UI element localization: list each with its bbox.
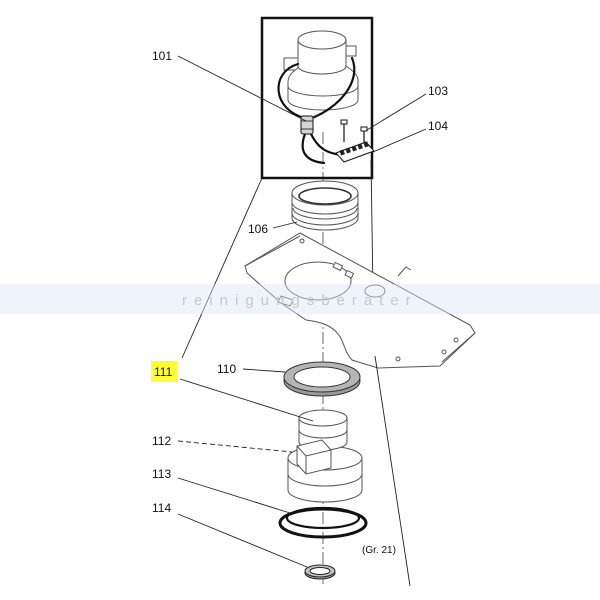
part-106-flange-ring xyxy=(291,180,359,231)
leader-line-106 xyxy=(272,221,298,229)
watermark-band xyxy=(0,284,600,314)
label-110: 110 xyxy=(217,362,236,376)
leader-line-112 xyxy=(177,440,293,453)
part-103-screws xyxy=(340,119,368,149)
label-103: 103 xyxy=(428,84,448,98)
leader-line-111 xyxy=(179,378,314,422)
watermark-text: reinigungsberater xyxy=(182,292,418,309)
part-110-ring xyxy=(283,361,361,397)
leader-line-113 xyxy=(177,477,291,514)
label-113: 113 xyxy=(152,467,171,481)
part-113-gasket xyxy=(278,506,368,539)
label-112: 112 xyxy=(152,434,171,448)
frame-link-line xyxy=(181,177,263,359)
part-104-terminal-block xyxy=(335,141,375,163)
leader-line-101 xyxy=(177,55,307,122)
subassembly-frame xyxy=(260,16,374,180)
mounting-plate xyxy=(244,232,476,369)
leader-line-104 xyxy=(372,128,427,153)
label-group-ref: (Gr. 21) xyxy=(362,545,396,556)
leader-line-group-ref xyxy=(374,355,411,587)
capacitor xyxy=(300,115,314,135)
leader-line-114 xyxy=(177,513,308,568)
label-104: 104 xyxy=(428,119,448,133)
part-112-motor-unit xyxy=(287,409,363,503)
leader-line-110 xyxy=(242,368,286,373)
label-114: 114 xyxy=(152,501,171,515)
part-111-highlight xyxy=(151,361,177,382)
label-106: 106 xyxy=(248,222,268,236)
leader-line-103 xyxy=(366,93,427,131)
part-101-motor xyxy=(283,30,359,111)
reference-line-right xyxy=(370,159,374,293)
label-111: 111 xyxy=(154,365,173,379)
label-101: 101 xyxy=(152,49,172,63)
part-114-small-ring xyxy=(304,564,336,580)
